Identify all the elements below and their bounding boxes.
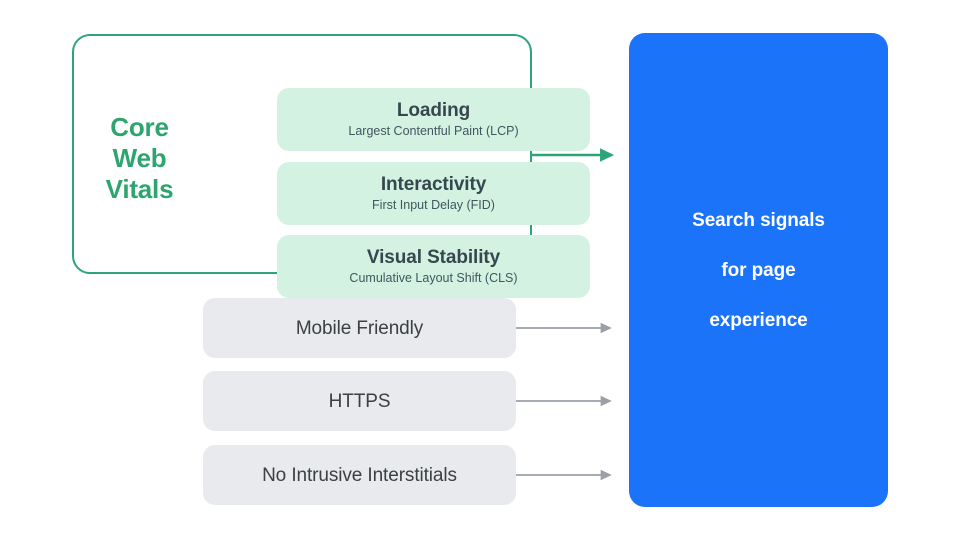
vital-card-subtitle: First Input Delay (FID) [372,198,495,212]
vital-card-interactivity[interactable]: Interactivity First Input Delay (FID) [277,162,590,225]
core-web-vitals-label-line-2: Web [112,143,167,173]
core-web-vitals-label-line-1: Core [110,112,169,142]
search-signals-line-1: Search signals [692,209,825,231]
signal-card-no-intrusive-interstitials[interactable]: No Intrusive Interstitials [203,445,516,505]
signal-card-label: HTTPS [328,390,391,412]
vital-card-loading[interactable]: Loading Largest Contentful Paint (LCP) [277,88,590,151]
vital-card-visual-stability[interactable]: Visual Stability Cumulative Layout Shift… [277,235,590,298]
vital-card-title: Interactivity [380,174,487,195]
search-signals-line-3: experience [709,309,808,331]
core-web-vitals-label: Core Web Vitals [74,112,205,205]
signal-card-label: Mobile Friendly [295,317,424,339]
vital-card-title: Loading [396,100,471,121]
search-signals-panel-text: Search signals for page experience [692,183,825,358]
vital-card-title: Visual Stability [366,247,501,268]
search-signals-panel[interactable]: Search signals for page experience [629,33,888,507]
signal-card-https[interactable]: HTTPS [203,371,516,431]
core-web-vitals-group: Core Web Vitals Loading Largest Contentf… [72,34,590,298]
vital-card-subtitle: Cumulative Layout Shift (CLS) [349,271,518,285]
core-web-vitals-label-line-3: Vitals [105,174,174,204]
vital-card-subtitle: Largest Contentful Paint (LCP) [348,124,519,138]
signal-card-mobile-friendly[interactable]: Mobile Friendly [203,298,516,358]
signal-card-label: No Intrusive Interstitials [262,464,457,486]
search-signals-line-2: for page [721,259,796,281]
